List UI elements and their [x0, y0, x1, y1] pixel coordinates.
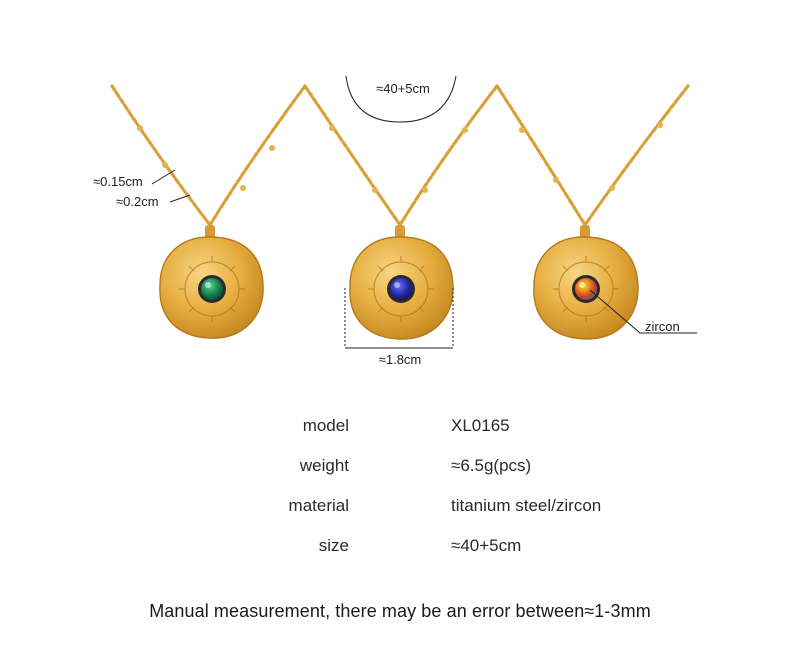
spec-row-size: size ≈40+5cm	[0, 536, 800, 560]
spec-row-model: model XL0165	[0, 416, 800, 440]
spec-value: titanium steel/zircon	[451, 496, 602, 515]
pendant-width-bracket	[344, 288, 454, 349]
spec-value: ≈40+5cm	[451, 536, 522, 555]
spec-label: material	[288, 496, 349, 515]
chain-left	[110, 84, 307, 227]
pendant-multicolor	[533, 225, 639, 340]
chain-thickness-small-label: ≈0.15cm	[93, 174, 143, 189]
pendant-green	[159, 225, 264, 339]
spec-row-material: material titanium steel/zircon	[0, 496, 800, 520]
spec-label: model	[302, 416, 349, 435]
spec-label: size	[318, 536, 349, 555]
chain-right	[495, 84, 690, 227]
zircon-pointer-line	[589, 289, 697, 334]
multicolor-stone	[575, 278, 597, 300]
spec-row-weight: weight ≈6.5g(pcs)	[0, 456, 800, 480]
thickness-pointer-lines	[151, 169, 191, 203]
chain-length-label: ≈40+5cm	[376, 81, 430, 96]
spec-value: ≈6.5g(pcs)	[451, 456, 532, 475]
pendant-blue	[349, 225, 454, 340]
chain-thickness-large-label: ≈0.2cm	[116, 194, 159, 209]
chain-beads	[137, 122, 663, 193]
spec-label: weight	[299, 456, 349, 475]
pendant-width-label: ≈1.8cm	[379, 352, 422, 367]
blue-stone	[390, 278, 412, 300]
measurement-note: Manual measurement, there may be an erro…	[149, 601, 651, 621]
chain-middle	[303, 84, 499, 227]
green-stone	[201, 278, 223, 300]
length-arc	[345, 75, 457, 123]
zircon-label: zircon	[645, 319, 680, 334]
spec-value: XL0165	[451, 416, 510, 435]
product-illustration: ≈40+5cm ≈0.15cm ≈0.2cm ≈1.8cm	[93, 75, 697, 367]
